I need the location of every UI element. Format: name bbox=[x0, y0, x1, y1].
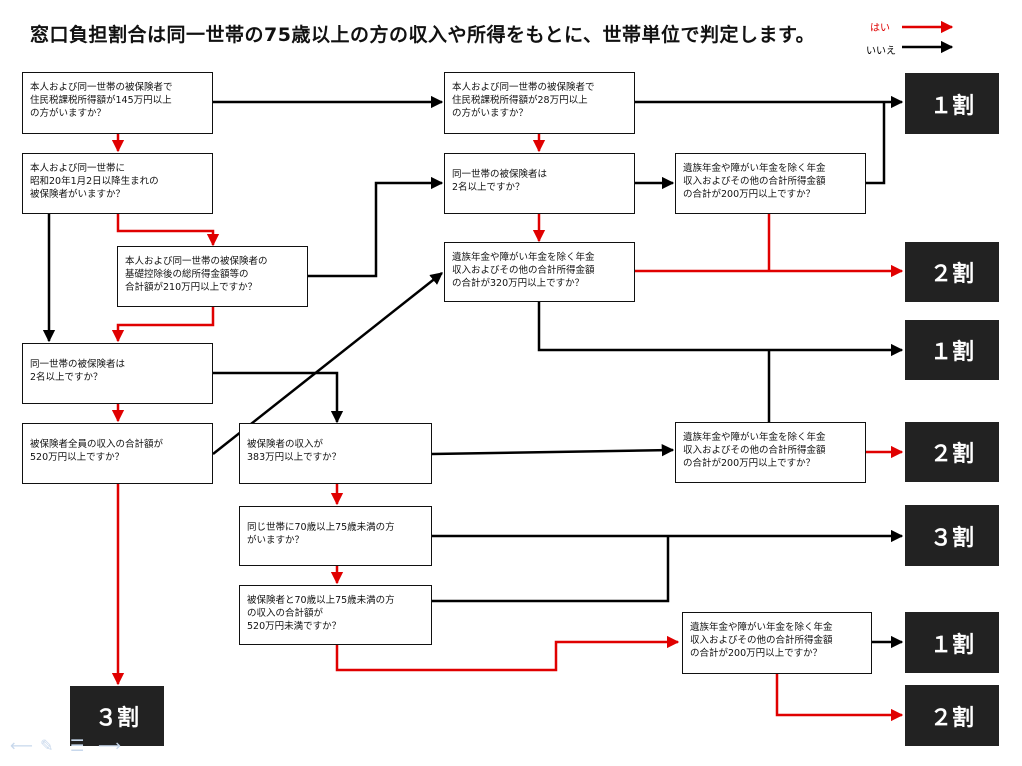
connector-q8-q14 bbox=[335, 635, 680, 672]
result-box-r7: ２割 bbox=[905, 685, 999, 746]
question-box-q8: 被保険者と70歳以上75歳未満の方 の収入の合計額が 520万円未満ですか？ bbox=[239, 585, 432, 645]
result-box-r4: ２割 bbox=[905, 422, 999, 482]
legend-no-label: いいえ bbox=[866, 46, 896, 57]
result-box-r1: １割 bbox=[905, 73, 999, 134]
result-box-r6: １割 bbox=[905, 612, 999, 673]
result-box-r3: １割 bbox=[905, 320, 999, 380]
question-box-q2: 本人および同一世帯に 昭和20年1月2日以降生まれの 被保険者がいますか？ bbox=[22, 153, 213, 214]
result-box-r2: ２割 bbox=[905, 242, 999, 302]
question-box-q4: 同一世帯の被保険者は 2名以上ですか？ bbox=[22, 343, 213, 404]
forward-arrow-icon[interactable]: ⟶ bbox=[98, 736, 121, 755]
connector-q12-r1 bbox=[866, 102, 886, 185]
question-box-q9: 本人および同一世帯の被保険者で 住民税課税所得額が28万円以上 の方がいますか？ bbox=[444, 72, 635, 134]
menu-icon[interactable]: ☰ bbox=[70, 736, 85, 755]
result-box-r5: ３割 bbox=[905, 505, 999, 566]
back-arrow-icon[interactable]: ⟵ bbox=[10, 736, 33, 755]
question-box-q12: 遺族年金や障がい年金を除く年金 収入およびその他の合計所得金額 の合計が200万… bbox=[675, 153, 866, 214]
result-box-r8: ３割 bbox=[70, 686, 164, 746]
connector-q3-q10 bbox=[308, 176, 444, 278]
connector-q4-q6 bbox=[213, 371, 344, 424]
question-box-q1: 本人および同一世帯の被保険者で 住民税課税所得額が145万円以上 の方がいますか… bbox=[22, 72, 213, 134]
pen-icon[interactable]: ✎ bbox=[40, 736, 54, 755]
connector-q2-q3 bbox=[116, 213, 220, 247]
question-box-q3: 本人および同一世帯の被保険者の 基礎控除後の総所得金額等の 合計額が210万円以… bbox=[117, 246, 308, 307]
question-box-q5: 被保険者全員の収入の合計額が 520万円以上ですか？ bbox=[22, 423, 213, 484]
page-title: 窓口負担割合は同一世帯の75歳以上の方の収入や所得をもとに、世帯単位で判定します… bbox=[30, 24, 816, 46]
connector-q3-q4 bbox=[111, 307, 215, 343]
question-box-q14: 遺族年金や障がい年金を除く年金 収入およびその他の合計所得金額 の合計が200万… bbox=[682, 612, 872, 674]
question-box-q13: 遺族年金や障がい年金を除く年金 収入およびその他の合計所得金額 の合計が200万… bbox=[675, 422, 866, 483]
legend-yes-label: はい bbox=[870, 23, 890, 34]
connector-q11-r3 bbox=[537, 301, 904, 357]
question-box-q6: 被保険者の収入が 383万円以上ですか？ bbox=[239, 423, 432, 484]
connector-q14-r7 bbox=[775, 674, 904, 722]
connector-q6-q13 bbox=[431, 443, 675, 457]
connector-q8-r5 bbox=[432, 536, 670, 603]
question-box-q10: 同一世帯の被保険者は 2名以上ですか？ bbox=[444, 153, 635, 214]
question-box-q7: 同じ世帯に70歳以上75歳未満の方 がいますか？ bbox=[239, 506, 432, 566]
question-box-q11: 遺族年金や障がい年金を除く年金 収入およびその他の合計所得金額 の合計が320万… bbox=[444, 242, 635, 302]
